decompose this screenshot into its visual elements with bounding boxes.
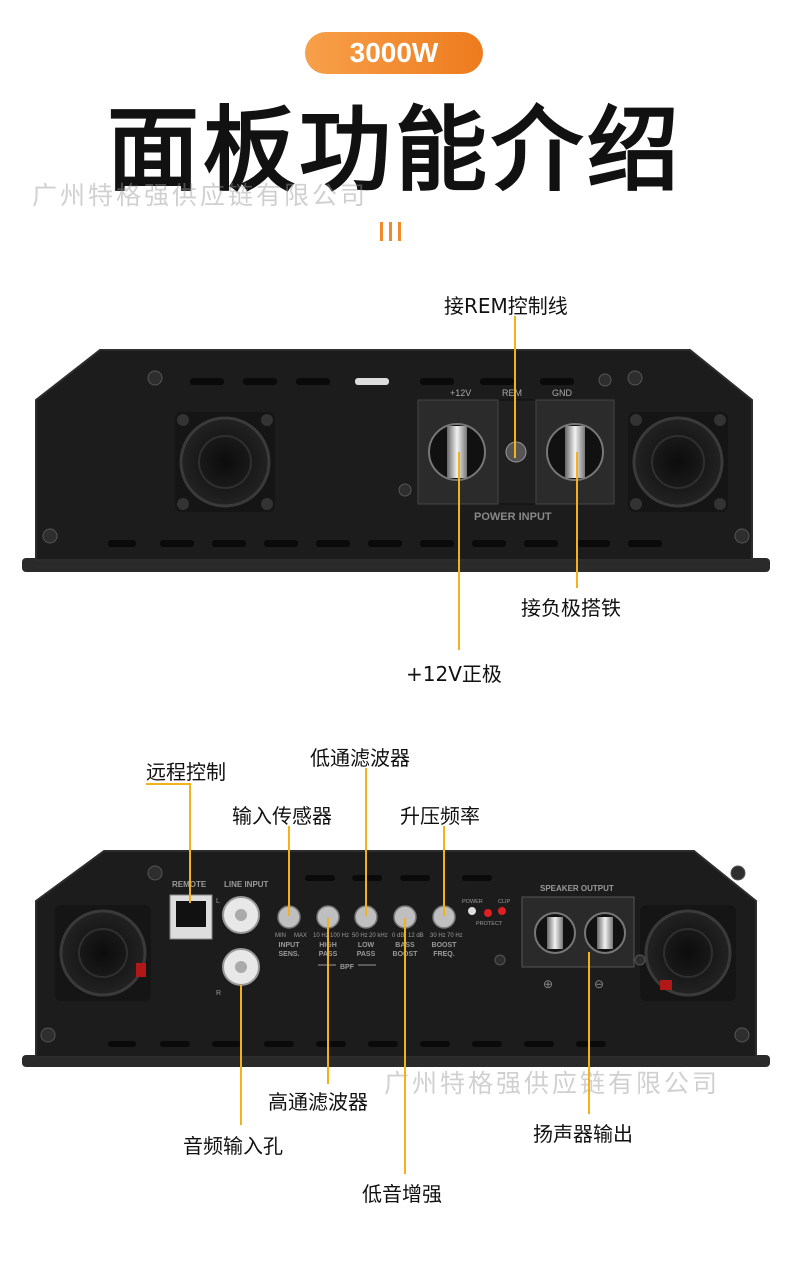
callout-bass-boost: 低音增强: [362, 1182, 442, 1206]
silk-hp-lo: 10 Hz: [313, 933, 329, 939]
right-fan-icon: [628, 412, 728, 512]
callout-remote: 远程控制: [146, 760, 226, 784]
divider-bars: [380, 222, 401, 241]
leader-remote: [189, 783, 191, 903]
silk-l: L: [216, 898, 220, 905]
silk-power-input: POWER INPUT: [474, 511, 552, 523]
silk-freq: FREQ.: [433, 951, 454, 958]
silk-lp-hi: 20 kHz: [369, 933, 388, 939]
silk-r: R: [216, 990, 221, 997]
silk-bf-lo: 30 Hz: [430, 933, 446, 939]
callout-audio-in: 音频输入孔: [183, 1134, 283, 1158]
silk-power: POWER: [462, 899, 483, 905]
silk-line-input: LINE INPUT: [224, 880, 269, 889]
leader-low-pass: [365, 768, 367, 916]
callout-high-pass: 高通滤波器: [268, 1090, 368, 1114]
watermark-top: 广州特格强供应链有限公司: [32, 181, 369, 210]
power-badge: 3000W: [305, 32, 483, 74]
callout-plus12: +12V正极: [406, 662, 502, 686]
leader-plus12: [458, 452, 460, 650]
silk-rem: REM: [502, 388, 522, 398]
silk-lp-lo: 50 Hz: [352, 933, 368, 939]
leader-high-pass: [327, 918, 329, 1084]
watermark-bottom: 广州特格强供应链有限公司: [384, 1069, 721, 1098]
silk-plus: ⊕: [543, 977, 553, 991]
leader-audio-in: [240, 985, 242, 1125]
top-amp-panel: +12V REM GND POWER INPUT: [22, 349, 770, 572]
silk-low: LOW: [358, 942, 375, 949]
silk-protect: PROTECT: [476, 921, 503, 927]
page-title: 面板功能介绍: [106, 97, 683, 204]
silk-bb-hi: 12 dB: [408, 933, 424, 939]
silk-bf-hi: 70 Hz: [447, 933, 463, 939]
silk-hp-hi: 100 Hz: [330, 933, 349, 939]
bottom-left-fan-icon: [55, 905, 151, 1001]
callout-boost-freq: 升压频率: [400, 804, 480, 828]
bottom-amp-panel: REMOTE LINE INPUT L R MIN MAX 10 Hz 100 …: [22, 850, 770, 1067]
leader-boost-freq: [443, 826, 445, 916]
callout-input-sens: 输入传感器: [232, 804, 332, 828]
leader-remote-h: [146, 783, 190, 785]
silk-max: MAX: [294, 933, 307, 939]
leader-bass-boost: [404, 918, 406, 1174]
silk-pass-lp: PASS: [357, 951, 376, 958]
leader-input-sens: [288, 826, 290, 916]
silk-min: MIN: [275, 933, 286, 939]
callout-speaker-out: 扬声器输出: [533, 1122, 633, 1146]
leader-speaker-out: [588, 952, 590, 1114]
callout-rem: 接REM控制线: [444, 294, 568, 318]
silk-sens: SENS.: [278, 951, 299, 958]
leader-rem: [514, 316, 516, 458]
silk-bb-lo: 0 dB: [392, 933, 404, 939]
silk-plus12: +12V: [450, 388, 471, 398]
silk-bpf: BPF: [340, 964, 355, 971]
silk-boost: BOOST: [432, 942, 458, 949]
silk-clip: CLIP: [498, 899, 511, 905]
left-fan-icon: [175, 412, 275, 512]
silk-speaker-output: SPEAKER OUTPUT: [540, 884, 614, 893]
leader-gnd: [576, 452, 578, 588]
silk-gnd: GND: [552, 388, 573, 398]
bottom-right-fan-icon: [640, 905, 736, 1001]
callout-low-pass: 低通滤波器: [310, 746, 410, 770]
silk-input: INPUT: [279, 942, 301, 949]
silk-minus: ⊖: [594, 977, 604, 991]
callout-gnd: 接负极搭铁: [521, 596, 621, 620]
